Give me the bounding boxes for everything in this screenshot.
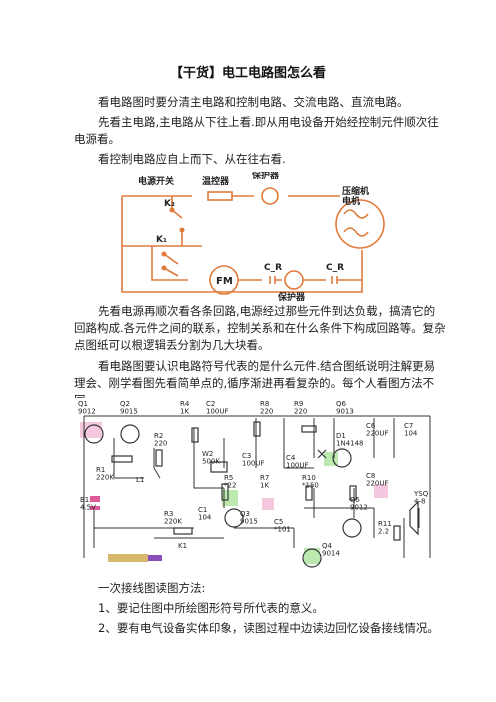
compressor-wiring-diagram: 电源开关 温控器 保护器 压缩机电机 K₂ K₁ FM C_R C_R 保护器 [121, 172, 385, 302]
fig2-k1-label: K1 [178, 542, 187, 550]
fig1-protector-top-label: 保护器 [251, 172, 280, 181]
paragraph-6: 一次接线图读图方法: [98, 581, 206, 595]
fig1-compressor-label: 压缩机电机 [342, 185, 369, 207]
fig1-cr2-label: C_R [326, 263, 344, 273]
article-title: 【干货】电工电路图怎么看 [169, 66, 326, 81]
fig2-r10-label: R10*150 [302, 474, 319, 490]
fig1-k2-label: K₂ [164, 199, 175, 209]
fig1-protector-bottom-label: 保护器 [277, 291, 306, 302]
fig1-cr1-label: C_R [264, 263, 282, 273]
fig1-k1-label: K₁ [156, 235, 167, 245]
fig2-r5-label: R5*22 [224, 474, 236, 490]
fig1-thermostat-label: 温控器 [202, 175, 230, 187]
paragraph-1: 看电路图时要分清主电路和控制电路、交流电路、直流电路。 [98, 95, 409, 109]
paragraph-2: 先看主电路,主电路从下往上看.即从用电设备开始经控制元件顺次往电源看。 [74, 115, 439, 146]
paragraph-8: 2、要有电气设备实体印象，读图过程中边读边回忆设备接线情况。 [98, 621, 439, 635]
paragraph-4: 先看电源再顺次看各条回路,电源经过那些元件到达负载，搞清它的回路构成.各元件之间… [74, 304, 446, 352]
fig2-c5-label: C5*101 [274, 518, 291, 534]
paragraph-7: 1、要记住图中所绘图形符号所代表的意义。 [98, 601, 324, 615]
paragraph-5: 看电路图要认识电路符号代表的是什么元件.结合图纸说明注解更易理会、刚学看图先看简… [74, 359, 436, 407]
fig1-power-switch-label: 电源开关 [138, 175, 174, 187]
fig1-fm-label: FM [216, 276, 233, 287]
paragraph-3: 看控制电路应自上而下、从在往右看. [98, 152, 286, 166]
fig2-l1-label: L1 [136, 476, 144, 484]
